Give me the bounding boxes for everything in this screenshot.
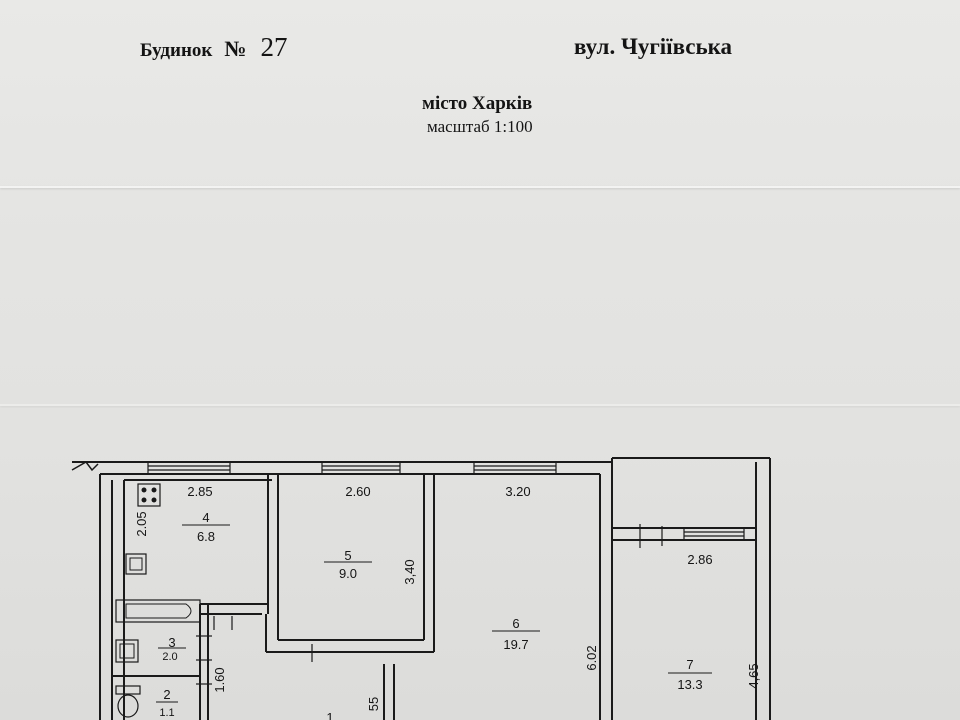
- window: [147, 461, 231, 475]
- window: [683, 527, 745, 541]
- room-1-number: 1: [326, 710, 333, 720]
- room-5-number: 5: [344, 548, 351, 563]
- room-2-number: 2: [163, 687, 170, 702]
- room-2-area: 1.1: [159, 707, 174, 719]
- paper-fold-line: [0, 186, 960, 188]
- paper-fold-line: [0, 404, 960, 406]
- street-name: вул. Чугіївська: [574, 34, 733, 59]
- dimension-label: 3,40: [402, 559, 417, 584]
- room-7-area: 13.3: [677, 677, 702, 692]
- room-3-area: 2.0: [162, 651, 177, 663]
- room-7-number: 7: [686, 657, 693, 672]
- window: [473, 461, 557, 475]
- window: [321, 461, 401, 475]
- room-4-number: 4: [202, 510, 209, 525]
- dimension-label: 2.05: [134, 511, 149, 536]
- scale-label: масштаб 1:100: [427, 117, 533, 136]
- city-name: місто Харків: [422, 93, 533, 114]
- walls: [71, 457, 771, 720]
- room-6-number: 6: [512, 616, 519, 631]
- dimension-label: 6.02: [584, 645, 599, 670]
- house-heading: Будинок № 27: [140, 32, 287, 63]
- number-sign: №: [224, 36, 247, 61]
- dimension-label: 3.20: [505, 484, 530, 499]
- dimension-label: 1.60: [212, 667, 227, 692]
- top-windows: [147, 461, 557, 475]
- dimension-label: 55: [366, 697, 381, 711]
- bathtub-icon: [115, 599, 201, 623]
- stove-icon: [137, 483, 161, 507]
- room-3-number: 3: [168, 635, 175, 650]
- toilet-icon: [115, 685, 141, 718]
- label-dividers: [156, 524, 712, 703]
- kitchen-sink-icon: [125, 553, 147, 575]
- room-6-area: 19.7: [503, 637, 528, 652]
- room-5-area: 9.0: [339, 566, 357, 581]
- dimension-label: 2.85: [187, 484, 212, 499]
- dimension-label: 2.60: [345, 484, 370, 499]
- dimension-label: 2.86: [687, 552, 712, 567]
- bathroom-sink-icon: [115, 639, 139, 663]
- opening-marks: [196, 524, 745, 685]
- house-label: Будинок: [140, 40, 213, 61]
- room-4-area: 6.8: [197, 529, 215, 544]
- house-number: 27: [260, 32, 288, 62]
- wall-break-mark: [71, 461, 99, 472]
- dimension-label: 4,65: [746, 663, 761, 688]
